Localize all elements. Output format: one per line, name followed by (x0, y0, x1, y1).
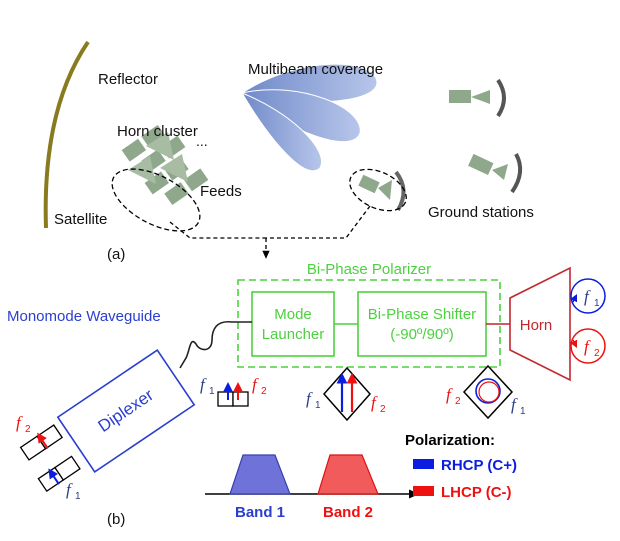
bi-phase-shifter-box (357, 291, 487, 357)
rhcp-label: RHCP (C+) (441, 457, 517, 474)
shifter-f2-subscript: 2 (455, 396, 461, 407)
horn-label: Horn (520, 317, 553, 334)
feed-ground-terminal (358, 170, 406, 212)
port-f1-subscript: 1 (75, 491, 81, 502)
link-arrow-left (169, 221, 266, 239)
output-f2-symbol: f (252, 375, 259, 394)
band-1-shape (229, 454, 291, 495)
launcher-diamond-symbol: f 1 f 2 (306, 366, 386, 422)
port-f1-symbol: f (66, 480, 73, 499)
panel-b-label: (b) (107, 511, 125, 528)
waveguide-line (179, 320, 252, 369)
shifter-f1-subscript: 1 (520, 406, 526, 417)
ground-station-1 (449, 78, 506, 118)
polarization-title: Polarization: (405, 432, 495, 449)
horn-f2-symbol: f (584, 337, 591, 356)
mode-launcher-line1: Mode (274, 306, 312, 323)
mode-launcher-box (251, 291, 335, 357)
multibeam-label: Multibeam coverage (248, 61, 383, 78)
horn-shape (509, 266, 571, 382)
horn-f1-symbol: f (584, 287, 591, 306)
lhcp-label: LHCP (C-) (441, 484, 512, 501)
feeds-selection-ellipse (111, 168, 201, 232)
satellite-label: Satellite (54, 211, 107, 228)
reflector-label: Reflector (98, 71, 158, 88)
horn-f1-subscript: 1 (594, 298, 600, 309)
output-f1-symbol: f (200, 375, 207, 394)
band-2-shape (317, 454, 379, 495)
horn-f1-rhcp: f 1 (570, 278, 606, 314)
output-f1-subscript: 1 (209, 386, 215, 397)
port-f2-symbol: f (16, 413, 23, 432)
output-f2-subscript: 2 (261, 386, 267, 397)
horn-cluster-dots: ... (196, 133, 208, 149)
horn-f2-subscript: 2 (594, 348, 600, 359)
feeds-label: Feeds (200, 183, 242, 200)
diamond-f1-subscript: 1 (315, 400, 321, 411)
terminal-selection-ellipse (349, 168, 407, 212)
diamond-f2-subscript: 2 (380, 404, 386, 415)
shifter-diamond-symbol: f 2 f 1 (446, 364, 526, 420)
polarizer-dashed-box (237, 279, 501, 368)
diplexer-port-f1 (37, 455, 81, 493)
horn-cluster-label: Horn cluster (117, 123, 198, 140)
port-f2-subscript: 2 (25, 424, 31, 435)
multibeam-lobes (240, 63, 378, 172)
horn-f2-lhcp: f 2 (570, 328, 606, 364)
rhcp-swatch (413, 459, 434, 469)
polarizer-title: Bi-Phase Polarizer (307, 261, 431, 278)
shifter-f1-symbol: f (511, 395, 518, 414)
mode-launcher-line2: Launcher (262, 326, 325, 343)
shifter-line2: (-90º/90º) (390, 326, 453, 343)
reflector-arc (43, 40, 90, 229)
band-2-label: Band 2 (323, 504, 373, 521)
waveguide-label: Monomode Waveguide (7, 308, 161, 325)
diamond-f2-symbol: f (371, 393, 378, 412)
ground-stations-label: Ground stations (428, 204, 534, 221)
ground-station-2 (468, 153, 523, 194)
link-arrow-right (266, 205, 371, 239)
shifter-f2-symbol: f (446, 385, 453, 404)
diplexer-port-f2 (19, 424, 64, 461)
lhcp-swatch (413, 486, 434, 496)
diplexer-box (56, 348, 196, 474)
shifter-line1: Bi-Phase Shifter (368, 306, 476, 323)
diplexer-output-symbol: f 1 f 2 (200, 375, 267, 407)
diamond-f1-symbol: f (306, 389, 313, 408)
panel-a-label: (a) (107, 246, 125, 263)
band-1-label: Band 1 (235, 504, 285, 521)
